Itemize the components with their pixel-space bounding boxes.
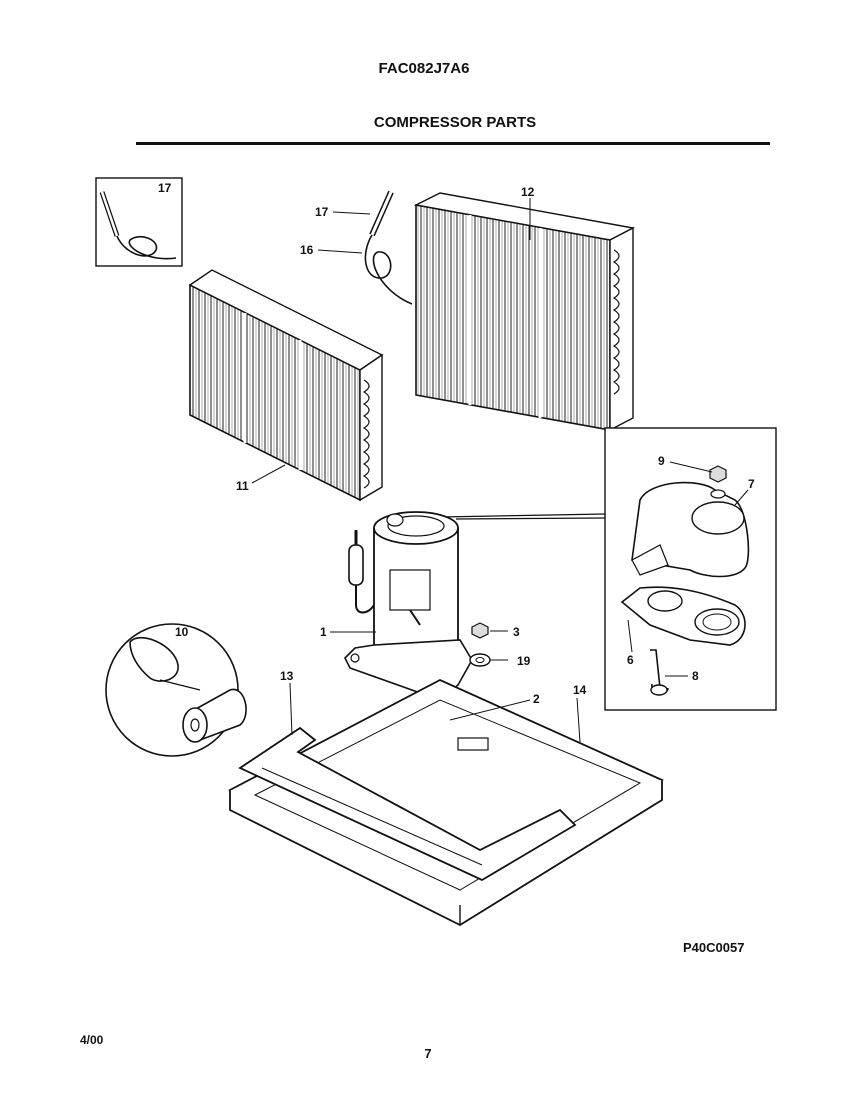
callout-7: 7 [748,477,755,491]
capillary-tube-16 [364,190,413,305]
callout-11: 11 [236,479,249,493]
inset-sensor-17 [95,177,183,267]
callout-13: 13 [280,669,294,683]
callout-6: 6 [627,653,634,667]
nut-3-washer-19 [469,622,491,667]
frame-13 [238,726,577,882]
callout-3: 3 [513,625,520,639]
leader-lines [251,198,749,743]
header-rule [136,142,770,145]
inset-compressor-top [439,427,777,711]
callout-19: 19 [517,654,531,668]
callout-12: 12 [521,185,535,199]
callout-2: 2 [533,692,540,706]
callout-10: 10 [175,625,189,639]
callout-16: 16 [300,243,314,257]
model-number: FAC082J7A6 [378,60,470,77]
inset-clamp-10 [105,623,247,757]
compressor-1 [344,511,473,701]
base-pan-14 [228,678,664,927]
page-number: 7 [424,1046,432,1061]
callout-1: 1 [320,625,327,639]
revision-date: 4/00 [80,1033,104,1047]
condenser-coil-12 [413,192,636,432]
callout-14: 14 [573,683,587,697]
section-title: COMPRESSOR PARTS [373,114,537,131]
evaporator-coil-11 [188,269,384,502]
drawing-code: P40C0057 [683,940,745,955]
callout-9: 9 [658,454,665,468]
callout-8: 8 [692,669,699,683]
callout-17-inset: 17 [158,181,172,195]
callout-17: 17 [315,205,329,219]
